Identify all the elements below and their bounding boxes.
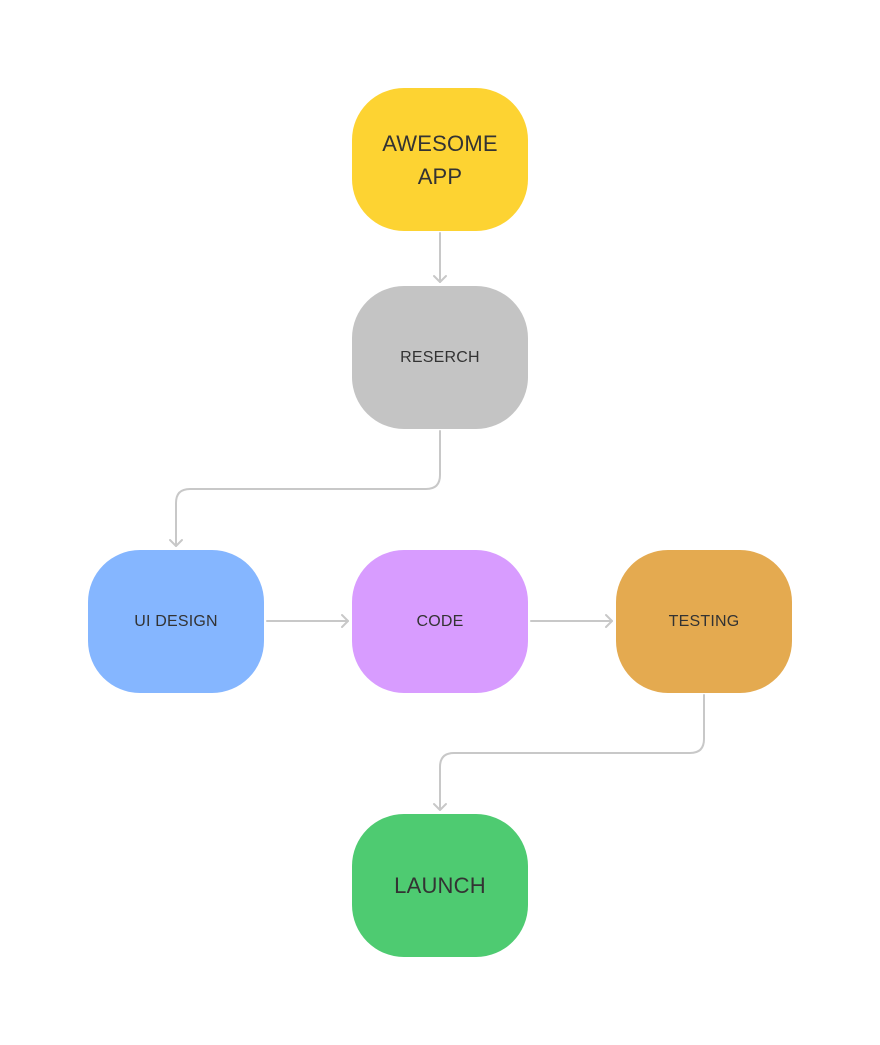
node-research-label: RESERCH — [400, 348, 480, 366]
connector-testing-to-launch — [439, 694, 705, 811]
node-testing-label: TESTING — [668, 612, 740, 630]
node-ui-design-label: UI DESIGN — [134, 612, 218, 630]
arrowhead-research-to-ui-design — [169, 539, 183, 547]
arrowhead-start-to-research — [433, 275, 447, 283]
connector-research-to-ui-design — [175, 430, 441, 547]
node-ui-design[interactable]: UI DESIGN — [88, 550, 264, 693]
arrowhead-ui-design-to-code — [341, 614, 349, 628]
node-awesome-app-label: AWESOME APP — [382, 130, 498, 189]
arrowhead-testing-to-launch — [433, 803, 447, 811]
node-research[interactable]: RESERCH — [352, 286, 528, 429]
node-launch-label: LAUNCH — [394, 873, 486, 898]
node-awesome-app[interactable]: AWESOME APP — [352, 88, 528, 231]
node-code[interactable]: CODE — [352, 550, 528, 693]
arrowhead-code-to-testing — [605, 614, 613, 628]
node-testing[interactable]: TESTING — [616, 550, 792, 693]
node-code-label: CODE — [416, 612, 464, 630]
node-launch[interactable]: LAUNCH — [352, 814, 528, 957]
